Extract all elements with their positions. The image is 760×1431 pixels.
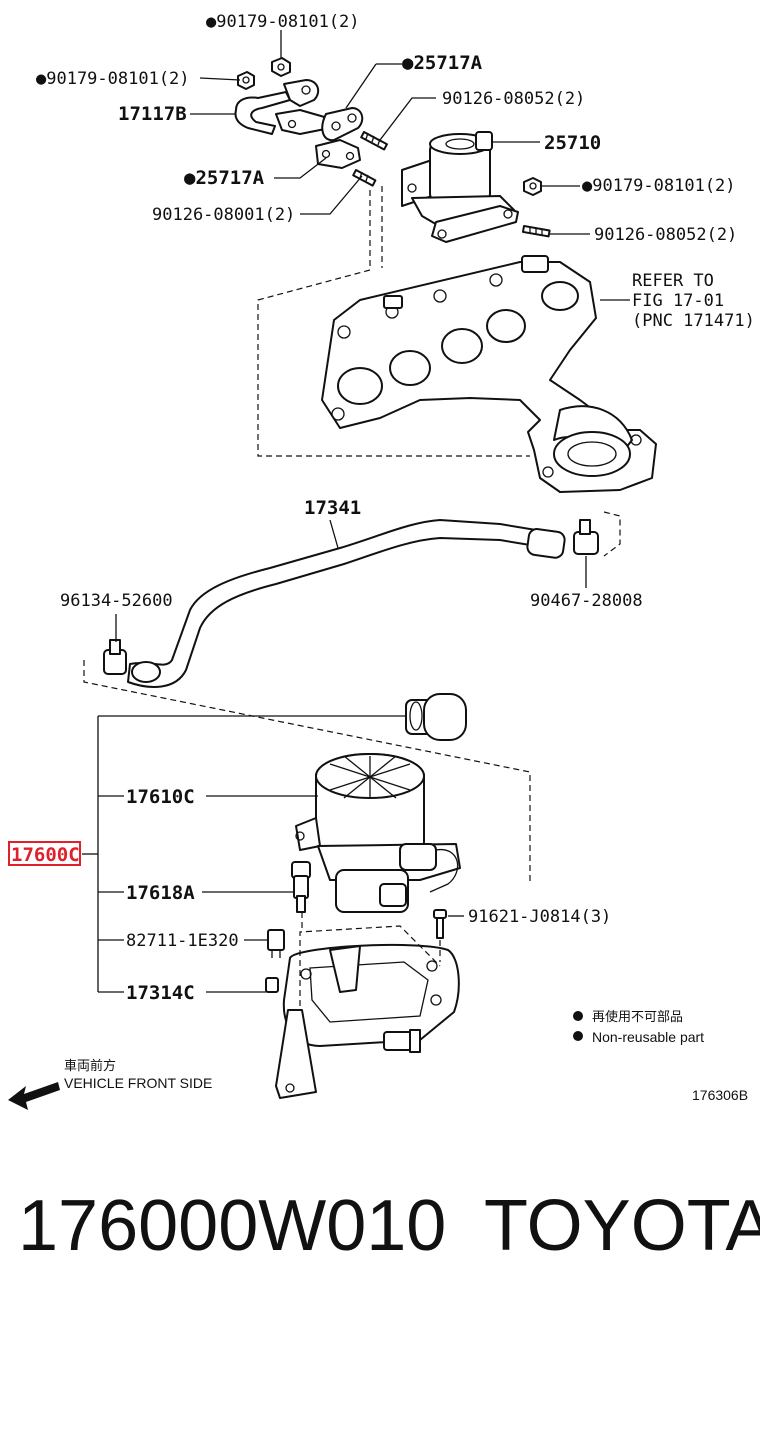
upper-assembly [234,30,551,243]
stud-right-icon [521,225,551,238]
front-arrow-icon [8,1082,60,1110]
legend-bullet-icon [573,1031,583,1041]
refer-line-1: REFER TO [632,271,714,291]
air-pipe-shape [234,91,291,135]
callout-stud-right: 90126-08052(2) [594,225,737,245]
bolt-icon [433,909,447,939]
callout-connector: 82711-1E320 [126,931,239,951]
callout-bracket: 17314C [126,982,195,1004]
callout-nut-left: ●90179-08101(2) [36,69,190,89]
parts-diagram: ●90179-08101(2) ●90179-08101(2) ●25717A … [8,12,755,1110]
sensor-icon [291,861,311,913]
stud-top-icon [360,131,388,151]
figure-id: 176306B [692,1087,748,1103]
callout-nut-right: ●90179-08101(2) [582,176,736,196]
air-pump-shape [295,753,461,913]
exhaust-manifold-shape [321,255,657,493]
callout-bolt: 91621-J0814(3) [468,907,611,927]
refer-line-2: FIG 17-01 [632,291,724,311]
caption: 176000W010 TOYOTA [0,1185,760,1285]
filter-cap-shape [405,693,467,741]
air-switching-valve-shape [401,131,519,243]
refer-line-3: (PNC 171471) [632,311,755,331]
callout-gasket-mid: ●25717A [184,167,265,189]
nut-right-icon [523,177,542,196]
connector-icon [267,929,285,958]
callout-stud-left: 90126-08001(2) [152,205,295,225]
clamp-right-icon [573,519,599,555]
legend-en: Non-reusable part [592,1029,704,1045]
callout-stud-top: 90126-08052(2) [442,89,585,109]
callout-valve: 25710 [544,132,601,154]
caption-part-number: 176000W010 [18,1186,447,1266]
gasket-mid-shape [315,139,361,169]
pump-assy-highlight [8,841,81,866]
clamp-left-icon [103,639,127,675]
legend-cjk: 再使用不可部品 [592,1009,683,1025]
callout-clamp-right: 90467-28008 [530,591,643,611]
legend-bullet-icon [573,1011,583,1021]
caption-brand: TOYOTA [484,1186,760,1266]
callout-hose: 17341 [304,497,361,519]
callout-gasket-top: ●25717A [402,52,483,74]
callout-sensor: 17618A [126,882,195,904]
nut-left-icon [237,71,255,90]
direction-cjk: 車両前方 [64,1058,116,1074]
air-hose-shape [127,519,566,688]
callout-pump: 17610C [126,786,195,808]
callout-pipe: 17117B [118,103,187,125]
nut-top-icon [271,30,291,77]
callout-pump-assy[interactable]: 17600C [11,844,80,866]
bracket-shape [265,943,460,1099]
callout-nut-top: ●90179-08101(2) [206,12,360,32]
direction-en: VEHICLE FRONT SIDE [64,1075,212,1091]
callout-clamp-left: 96134-52600 [60,591,173,611]
gasket-top-shape [321,107,364,142]
